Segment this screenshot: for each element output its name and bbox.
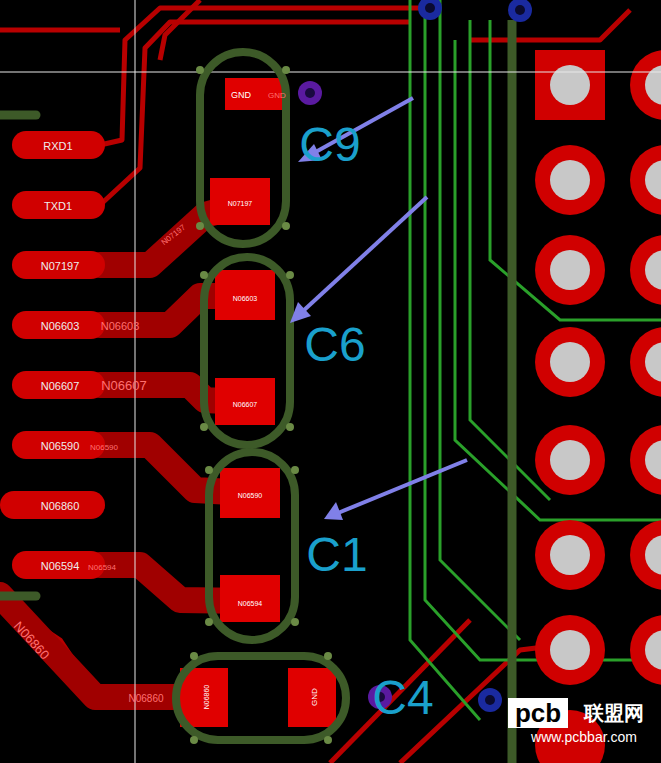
label-holder: N06590	[238, 485, 263, 501]
label-holder: C1	[306, 531, 367, 579]
pad-label: N06590	[238, 492, 263, 499]
designator: C4	[372, 671, 433, 724]
label-holder: N06594	[88, 557, 116, 573]
label-holder: C6	[304, 321, 365, 369]
label-holder: RXD1	[43, 137, 72, 153]
watermark: 联盟网	[584, 702, 644, 724]
label-holder: N06594	[41, 557, 80, 573]
pad-label: GND	[231, 90, 251, 100]
pad-label: N06607	[41, 380, 80, 392]
pad-label: N06594	[41, 560, 80, 572]
label-holder: N06603	[101, 317, 140, 333]
label-holder: N06860	[41, 497, 80, 513]
net-label: N06594	[88, 563, 116, 572]
pad-label: N06603	[41, 320, 80, 332]
designator: C6	[304, 318, 365, 371]
label-holder: N06860	[196, 685, 212, 710]
pad-label: N06607	[233, 401, 258, 408]
net-label: GND	[268, 91, 286, 100]
watermark: www.pcbbar.com	[531, 729, 637, 745]
pad-label: N06603	[233, 295, 258, 302]
designator: C1	[306, 528, 367, 581]
label-holder: GND	[304, 688, 320, 706]
pad-label: N07197	[41, 260, 80, 272]
net-label: N06860	[128, 693, 163, 704]
label-holder: TXD1	[44, 197, 72, 213]
label-holder: N06594	[238, 593, 263, 609]
label-holder: N06603	[233, 288, 258, 304]
label-holder: N06860	[128, 689, 163, 705]
label-holder: N07197	[228, 193, 253, 209]
label-holder: GND	[268, 85, 286, 101]
label-holder: C9	[299, 121, 360, 169]
net-label: N06603	[101, 320, 140, 332]
pad-label: N06860	[41, 500, 80, 512]
label-holder: C4	[372, 674, 433, 722]
designator: C9	[299, 118, 360, 171]
net-label: N06590	[90, 443, 118, 452]
label-holder: N06590	[90, 437, 118, 453]
label-holder: 联盟网	[584, 703, 644, 723]
pad-label: N06590	[41, 440, 80, 452]
label-holder: N06590	[41, 437, 80, 453]
pad-label: GND	[310, 688, 319, 706]
watermark: pcb	[515, 698, 561, 728]
label-holder: N06607	[233, 394, 258, 410]
label-holder: www.pcbbar.com	[531, 729, 637, 745]
pad-label: TXD1	[44, 200, 72, 212]
label-holder: N07197	[41, 257, 80, 273]
label-holder: N06607	[41, 377, 80, 393]
pad-label: N06594	[238, 600, 263, 607]
pad-label: N06860	[203, 685, 210, 710]
label-holder: N06607	[101, 377, 147, 393]
net-label: N06607	[101, 378, 147, 393]
label-holder: pcb	[515, 700, 561, 726]
pad-label: RXD1	[43, 140, 72, 152]
pad-label: N07197	[228, 200, 253, 207]
label-holder: GND	[231, 85, 251, 101]
label-holder: N06603	[41, 317, 80, 333]
